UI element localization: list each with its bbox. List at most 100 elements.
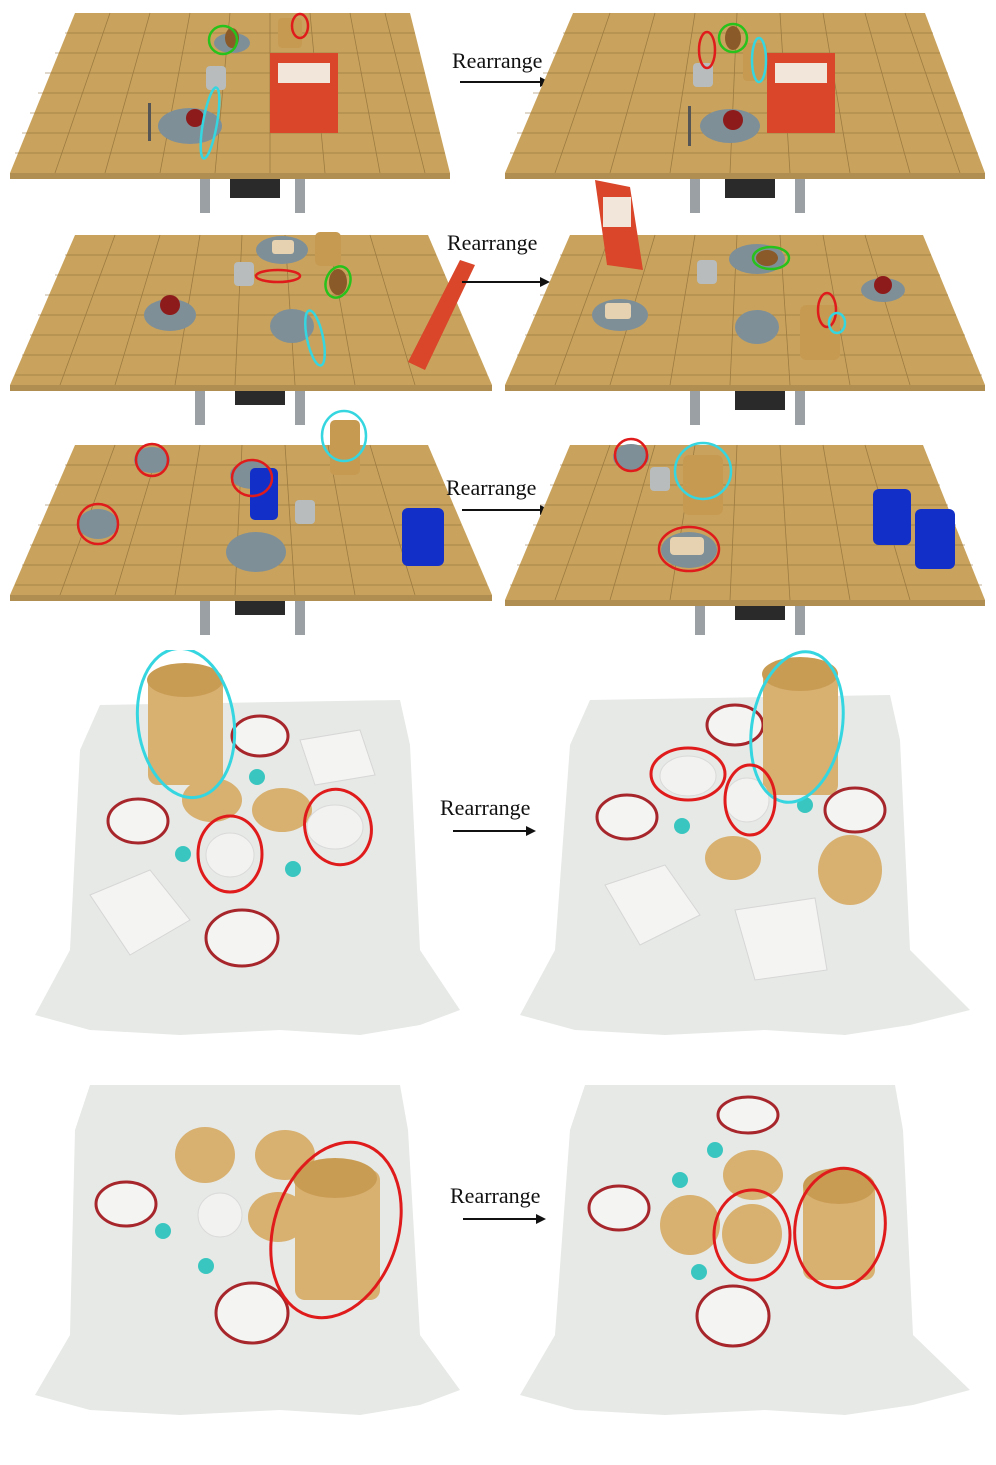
- steamer-lid: [762, 657, 838, 691]
- teacup: [175, 846, 191, 862]
- steamer-open: [705, 836, 761, 880]
- highlight-red-circle: [657, 525, 721, 573]
- gray-bowl-bread: [78, 509, 118, 539]
- gray-bowl: [270, 309, 314, 343]
- pear: [756, 250, 778, 266]
- steamer-open: [252, 788, 312, 832]
- teacup: [672, 1172, 688, 1188]
- utensil-holder: [315, 232, 341, 266]
- steamer-lid: [147, 663, 223, 697]
- gray-plate: [158, 108, 222, 144]
- highlight-red-circle: [793, 1166, 887, 1290]
- highlight-green-circle: [751, 245, 791, 271]
- red-ring-plate: [823, 786, 887, 834]
- red-ring-plate: [94, 1180, 158, 1228]
- fork: [148, 103, 151, 141]
- rearrange-label: Rearrange: [447, 230, 538, 255]
- steamer-open: [722, 1204, 782, 1264]
- steamer: [175, 1127, 235, 1183]
- row-2-after-scene: [505, 175, 990, 425]
- highlight-cyan-circle: [749, 650, 845, 804]
- utensil-holder: [683, 455, 723, 515]
- teacup: [285, 861, 301, 877]
- steamer-stack: [148, 675, 223, 785]
- wooden-table: [10, 235, 492, 385]
- steamer: [182, 778, 242, 822]
- highlight-red-circle: [613, 437, 649, 473]
- bread-slice: [272, 240, 294, 254]
- highlight-red-circle: [816, 291, 838, 329]
- square-plate: [89, 869, 191, 956]
- rearrange-label: Rearrange: [450, 1183, 541, 1208]
- row-2-before-scene: [10, 220, 495, 425]
- utensil-holder: [330, 420, 360, 475]
- apple: [874, 276, 892, 294]
- table-grid: [15, 234, 487, 386]
- cereal-box-panel: [775, 63, 827, 83]
- highlight-red-circle: [269, 1140, 403, 1320]
- square-plate: [299, 729, 376, 786]
- teapot: [205, 832, 255, 878]
- highlight-red-circle: [697, 30, 717, 70]
- highlight-cyan-circle: [135, 650, 237, 800]
- row-3-after-scene: [505, 425, 990, 635]
- table-grid: [510, 444, 982, 601]
- highlight-red-circle: [196, 814, 264, 894]
- highlight-green-circle: [324, 265, 352, 299]
- row-5-after-scene: [515, 1080, 975, 1460]
- table-grid: [15, 12, 445, 174]
- highlight-red-circle: [230, 458, 274, 498]
- highlight-cyan-circle: [199, 86, 221, 160]
- teapot: [659, 755, 717, 797]
- row-4-after-scene: [515, 640, 975, 1075]
- gray-bowl-bread: [134, 447, 170, 473]
- cereal-box-panel: [278, 63, 330, 83]
- highlight-red-circle: [723, 763, 777, 837]
- highlight-red-circle: [303, 787, 373, 867]
- bread-slice: [605, 303, 631, 319]
- fork: [688, 106, 691, 146]
- row-3-before-scene: [10, 400, 495, 635]
- arrow-icon: [453, 826, 536, 836]
- highlight-cyan-circle: [303, 309, 327, 367]
- highlight-cyan-circle: [673, 441, 733, 501]
- teacup: [155, 1223, 171, 1239]
- red-ring-plate: [716, 1095, 780, 1135]
- highlight-green-circle: [717, 22, 749, 54]
- blue-mug: [915, 509, 955, 569]
- teacup: [198, 1258, 214, 1274]
- apple: [160, 295, 180, 315]
- steamer: [723, 1150, 783, 1200]
- cereal-box: [408, 260, 475, 370]
- arrow-icon: [463, 1214, 546, 1224]
- red-ring-plate: [595, 793, 659, 841]
- highlight-red-circle: [134, 442, 170, 478]
- red-ring-plate: [106, 797, 170, 845]
- red-ring-plate: [587, 1184, 651, 1232]
- bread-slice: [670, 537, 704, 555]
- square-plate: [604, 864, 701, 946]
- steamer-stack: [763, 670, 838, 795]
- steamer-open: [248, 1192, 308, 1242]
- wooden-table: [505, 235, 985, 385]
- highlight-red-circle: [712, 1188, 792, 1282]
- mug: [295, 500, 315, 524]
- teacup: [707, 1142, 723, 1158]
- pear: [725, 26, 741, 50]
- rearrange-label: Rearrange: [452, 48, 543, 73]
- square-plate: [734, 897, 828, 981]
- utensil-holder: [743, 43, 767, 81]
- steamer: [818, 835, 882, 905]
- highlight-red-circle: [649, 746, 727, 802]
- apple: [186, 109, 204, 127]
- mug: [206, 66, 226, 90]
- teacup: [249, 769, 265, 785]
- highlight-cyan-circle: [320, 409, 368, 463]
- red-ring-plate: [695, 1284, 771, 1348]
- steamer: [660, 1195, 720, 1255]
- gray-bowl-bread: [613, 444, 649, 470]
- mug: [650, 467, 670, 491]
- arrow-icon: [462, 277, 550, 287]
- highlight-red-circle: [254, 268, 302, 284]
- wooden-table: [10, 445, 492, 595]
